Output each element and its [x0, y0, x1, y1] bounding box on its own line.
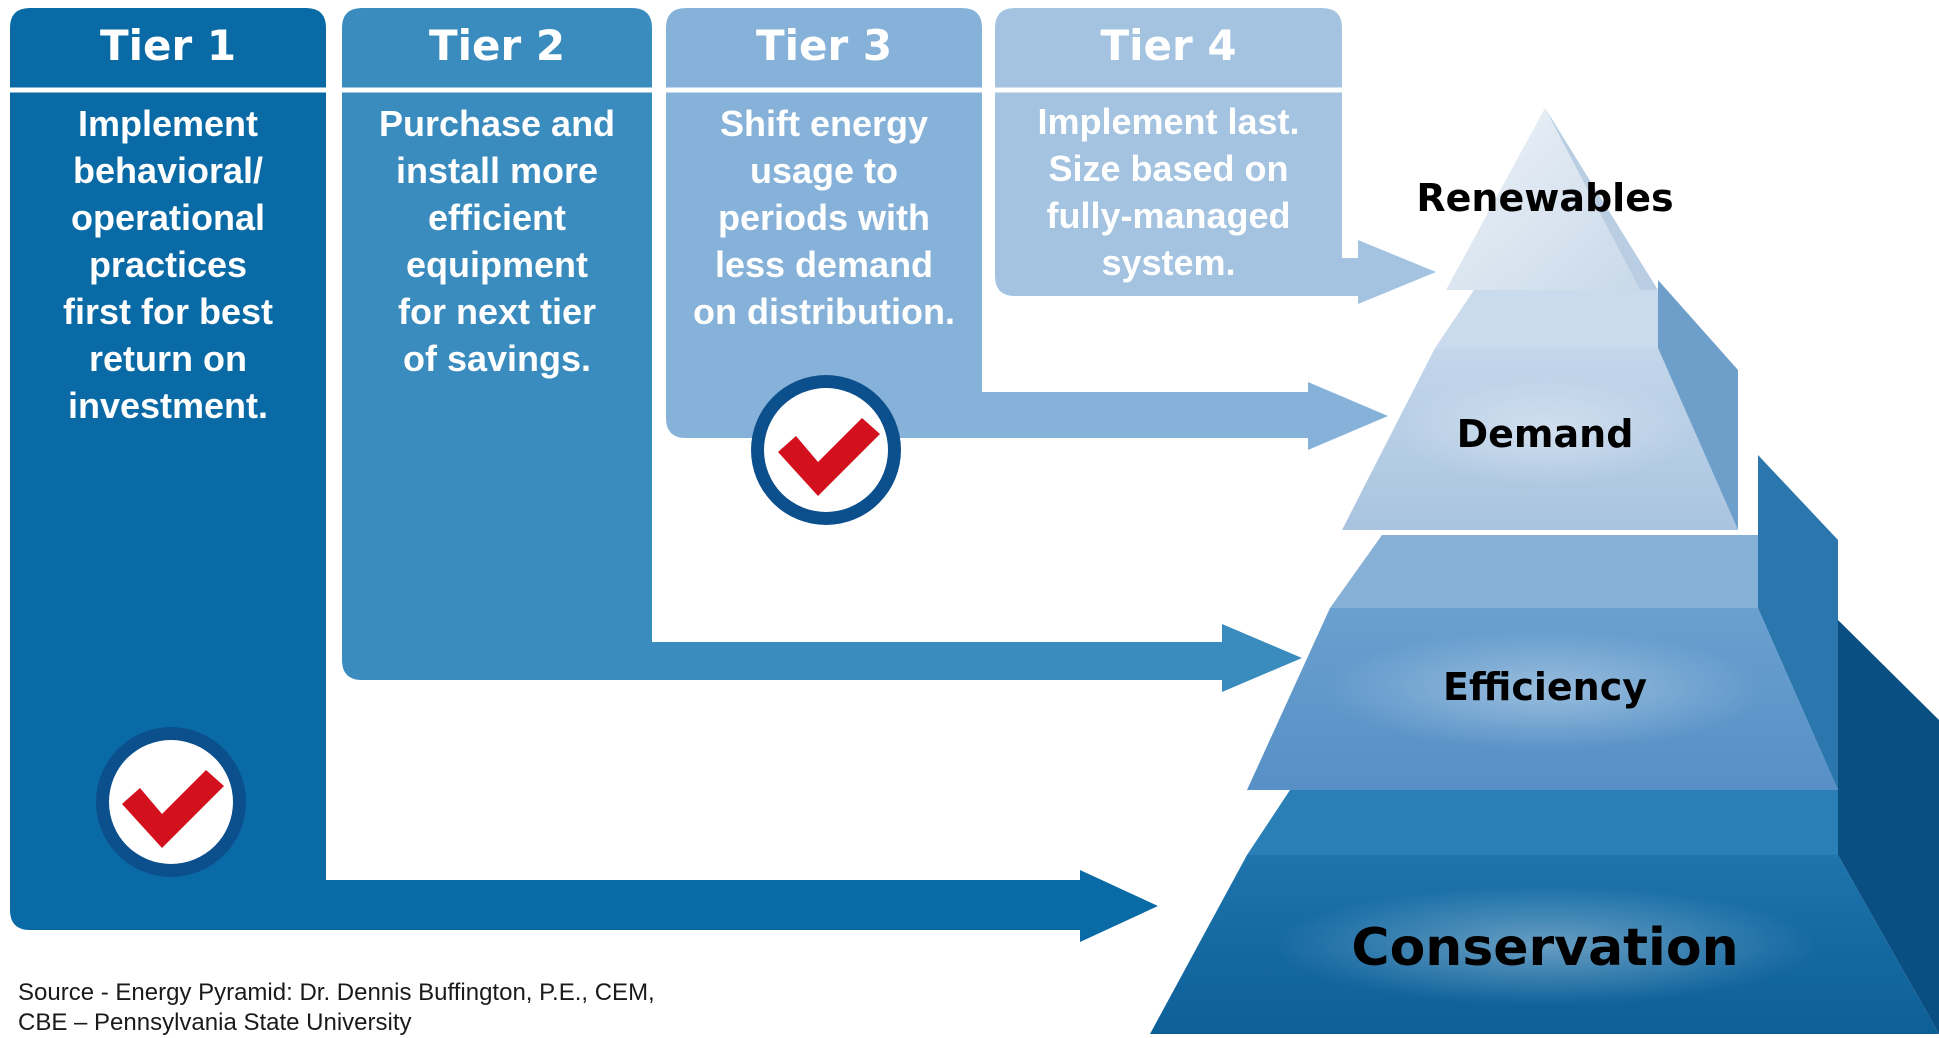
tier-3-panel — [666, 8, 1388, 450]
label-efficiency: Efficiency — [1442, 665, 1647, 709]
energy-pyramid — [1150, 108, 1939, 1034]
source-citation: Source - Energy Pyramid: Dr. Dennis Buff… — [18, 979, 655, 1036]
tier-2-description: Purchase and install more efficient equi… — [378, 103, 616, 379]
check-circle-icon — [751, 375, 901, 525]
tier-1-description: Implement behavioral/ operational practi… — [62, 103, 274, 426]
tier-3-description: Shift energy usage to periods with less … — [693, 103, 955, 332]
tier-1-panel — [10, 8, 1158, 942]
tier-2-title: Tier 2 — [428, 21, 566, 70]
tier-1-title: Tier 1 — [99, 21, 237, 70]
tier-2-panel — [342, 8, 1302, 692]
check-circle-icon — [96, 727, 246, 877]
pyramid-level-renewables — [1446, 108, 1640, 290]
label-demand: Demand — [1456, 412, 1634, 456]
label-renewables: Renewables — [1416, 176, 1674, 220]
tier-4-title: Tier 4 — [1100, 21, 1237, 70]
tier-4-description: Implement last. Size based on fully-mana… — [1037, 101, 1300, 283]
tier-4-panel — [995, 8, 1436, 304]
label-conservation: Conservation — [1351, 918, 1739, 978]
tier-3-title: Tier 3 — [755, 21, 893, 70]
